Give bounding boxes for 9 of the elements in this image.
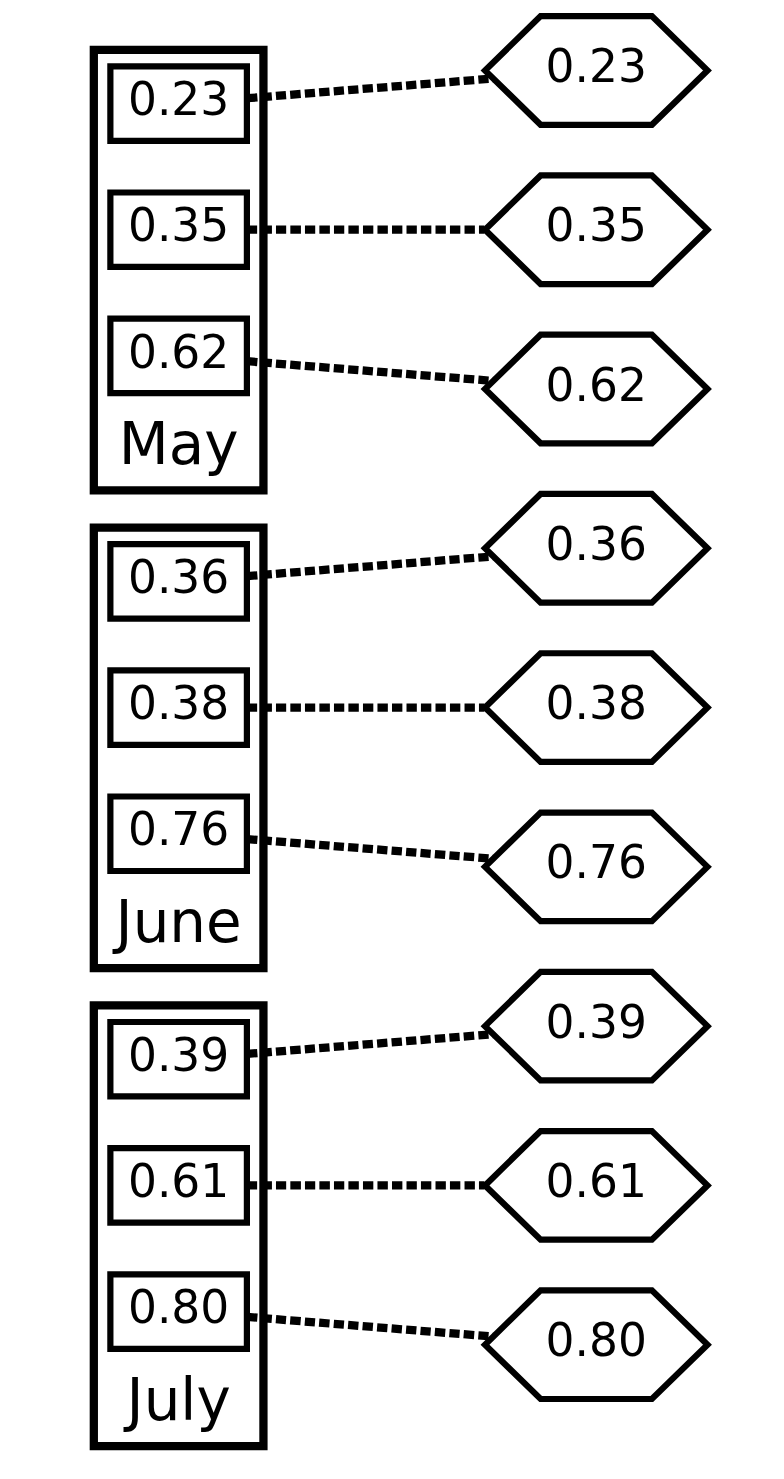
node-box: 0.36 bbox=[106, 541, 250, 622]
node-box: 0.80 bbox=[106, 1271, 250, 1352]
node-box: 0.35 bbox=[106, 189, 250, 271]
node-box: 0.62 bbox=[106, 315, 250, 397]
node-box: 0.23 bbox=[106, 63, 250, 144]
node-box: 0.38 bbox=[106, 667, 250, 748]
node-box: 0.61 bbox=[106, 1145, 250, 1226]
node-box: 0.76 bbox=[106, 793, 250, 875]
node-box: 0.39 bbox=[106, 1018, 250, 1100]
